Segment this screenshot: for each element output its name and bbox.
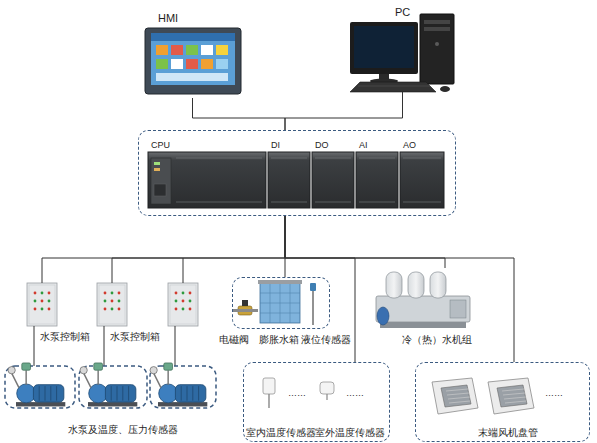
- node-label: 室内温度传感器: [246, 427, 316, 438]
- plc-rack: CPU DI DO AI AO: [138, 130, 456, 216]
- connector-line: [112, 216, 285, 283]
- node-label: 电磁阀: [219, 334, 249, 345]
- node-label: 水泵控制箱: [40, 331, 90, 343]
- node-label: CPU: [151, 140, 170, 151]
- node-label: 水泵控制箱: [110, 331, 160, 343]
- node-label: 膨胀水箱: [259, 334, 299, 345]
- ellipsis-label: ……: [545, 388, 563, 399]
- plc-module: DI: [269, 137, 311, 211]
- sensor-group: 室内温度传感器室外温度传感器: [243, 362, 390, 442]
- connector-line: [285, 216, 445, 268]
- plc-module: AI: [357, 137, 399, 211]
- control-box: 水泵控制箱: [92, 283, 158, 345]
- chiller-unit: 冷（热）水机组: [372, 268, 472, 348]
- control-box: 水泵控制箱: [22, 283, 88, 345]
- node-label: DO: [315, 140, 329, 151]
- hmi-panel: HMI: [140, 2, 245, 98]
- node-label: AO: [403, 140, 416, 151]
- connector-line: [285, 92, 403, 130]
- ellipsis-label: ……: [288, 388, 306, 399]
- node-label: 末端风机盘管: [478, 427, 538, 439]
- pc-workstation: PC: [345, 2, 460, 92]
- tank-group: 电磁阀膨胀水箱液位传感器: [232, 277, 330, 329]
- connector-line: [285, 216, 514, 362]
- node-label: DI: [271, 140, 280, 151]
- node-label: 冷（热）水机组: [402, 334, 472, 346]
- connector-line: [193, 98, 286, 130]
- plc-module: CPU: [149, 137, 267, 211]
- caption-label: 水泵及温度、压力传感器: [68, 424, 178, 436]
- node-label: AI: [359, 140, 368, 151]
- node-label: PC: [395, 6, 410, 19]
- connector-line: [42, 216, 285, 283]
- ellipsis-label: ……: [346, 388, 364, 399]
- node-label: 液位传感器: [301, 334, 351, 345]
- plc-module: AO: [401, 137, 445, 211]
- node-label: 室外温度传感器: [315, 427, 385, 438]
- node-label: HMI: [158, 12, 178, 25]
- fan-coil-group: 末端风机盘管: [415, 362, 590, 442]
- plc-module: DO: [313, 137, 355, 211]
